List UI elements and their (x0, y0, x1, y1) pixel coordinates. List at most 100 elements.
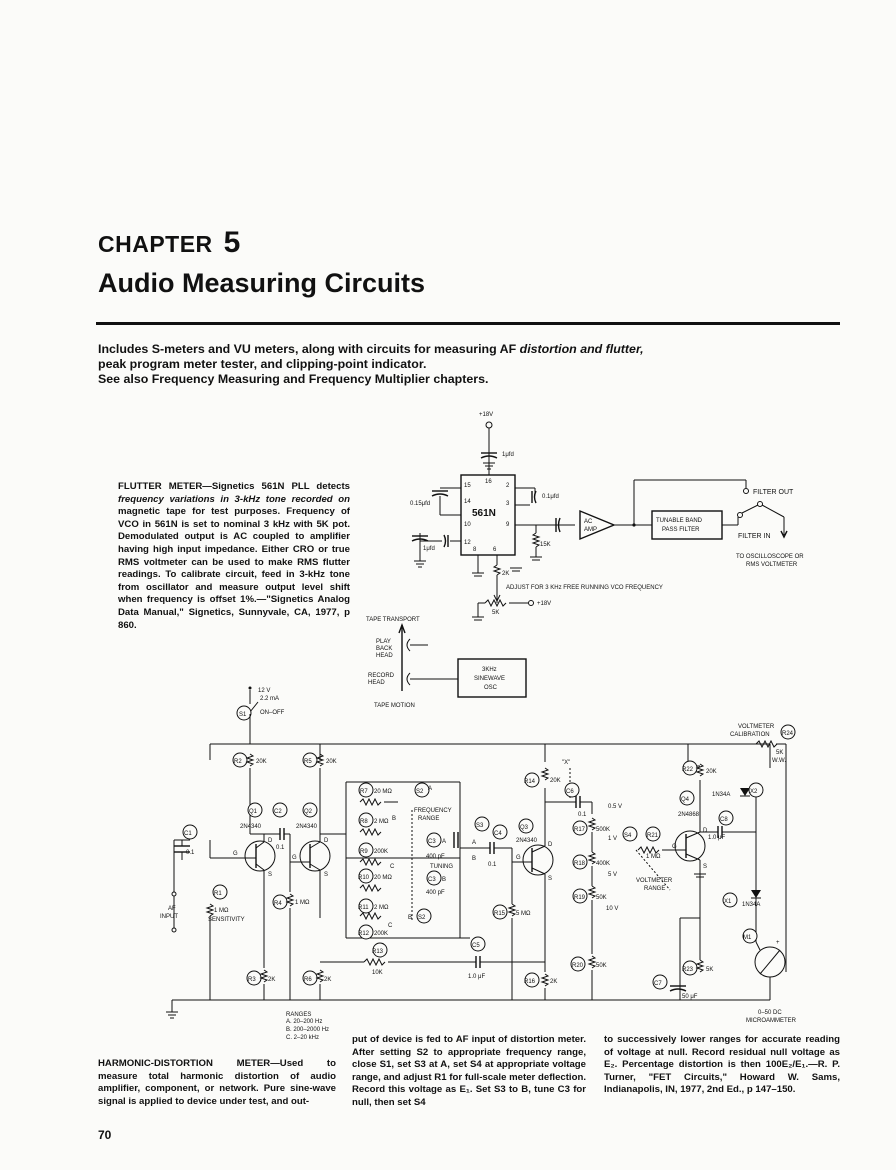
intro-part3: peak program meter tester, and clipping-… (98, 357, 427, 371)
c5-label: C5 (472, 943, 480, 949)
r24-type: W.W. (772, 758, 786, 764)
q3-label: Q3 (520, 825, 529, 831)
svg-text:G: G (672, 844, 677, 850)
osc-label-3: OSC (484, 685, 498, 691)
svg-text:A: A (428, 786, 432, 792)
diode1-label: 1N34A (712, 792, 730, 798)
r1-value: 1 MΩ (214, 908, 229, 914)
svg-text:B: B (442, 877, 446, 883)
svg-text:D: D (703, 828, 708, 834)
r19-value: 50K (596, 895, 607, 901)
s4-label: S4 (624, 833, 632, 839)
c5-value: 1.0 μF (468, 974, 485, 980)
r7-label: R7 (360, 789, 368, 795)
svg-text:D: D (548, 842, 553, 848)
svg-text:A: A (472, 840, 476, 846)
ac-amp-label-2: AMP (584, 527, 597, 533)
af-input-label-1: AF (168, 906, 176, 912)
sensitivity-label: SENSITIVITY (208, 917, 245, 923)
af-input-label-2: INPUT (160, 914, 178, 920)
volt-cal-label-2: CALIBRATION (730, 732, 770, 738)
r23-value: 5K (706, 967, 713, 973)
r6-value: 2K (324, 977, 331, 983)
title-rule (96, 322, 840, 325)
tape-transport-label: TAPE TRANSPORT (366, 617, 420, 623)
r10-value: 20 MΩ (374, 875, 392, 881)
svg-text:B: B (392, 816, 396, 822)
pin-10: 10 (464, 522, 471, 528)
chapter-intro: Includes S-meters and VU meters, along w… (98, 342, 658, 387)
svg-text:D: D (268, 838, 273, 844)
q2-type: 2N4340 (296, 824, 318, 830)
r22-label: R22 (682, 767, 694, 773)
svg-text:B: B (472, 856, 476, 862)
c4-label: C4 (494, 831, 502, 837)
s1-label: S1 (239, 712, 247, 718)
flutter-caption-head: FLUTTER METER—Signetics 561N PLL detects (118, 481, 350, 492)
filter-label-2: PASS FILTER (662, 527, 700, 533)
filter-in-label: FILTER IN (738, 533, 771, 540)
r6-label: R6 (304, 977, 312, 983)
r13-label: R13 (372, 949, 384, 955)
range-label: RANGE (418, 816, 439, 822)
r9-value: 200K (374, 849, 388, 855)
r20-label: R20 (572, 963, 584, 969)
page-title: Audio Measuring Circuits (98, 268, 426, 298)
r14-label: R14 (524, 779, 536, 785)
svg-text:G: G (516, 855, 521, 861)
r24-value: 5K (776, 750, 783, 756)
cap-015uf: 0.15μfd (410, 501, 430, 507)
svg-text:S: S (548, 876, 552, 882)
pin-6: 6 (493, 547, 497, 553)
svg-text:S: S (703, 864, 707, 870)
diode2-label: 1N34A (742, 902, 760, 908)
s3-label: S3 (476, 823, 484, 829)
ic-561n-label: 561N (472, 508, 496, 519)
osc-label-2: SINEWAVE (474, 676, 505, 682)
pin-15: 15 (464, 483, 471, 489)
pin-12: 12 (464, 540, 471, 546)
r12-value: 200K (374, 931, 388, 937)
c6-label: C6 (566, 789, 574, 795)
to-scope-label-1: TO OSCILLOSCOPE OR (736, 554, 804, 560)
r21-label: R21 (647, 833, 659, 839)
r16-label: R16 (524, 979, 536, 985)
c3b-label: C3 (428, 877, 436, 883)
range-c: C. 2–20 kHz (286, 1035, 320, 1041)
supply-12v: 12 V (258, 688, 270, 694)
hd-caption-head: HARMONIC-DISTORTION METER—Used to (98, 1058, 336, 1069)
intro-part2: distortion and flutter, (519, 342, 644, 356)
r24-label: R24 (782, 731, 794, 737)
ac-amp-label-1: AC (584, 519, 593, 525)
svg-text:C: C (388, 923, 393, 929)
svg-text:B: B (408, 915, 412, 921)
chapter-number: 5 (223, 226, 241, 259)
r5-label: R5 (304, 759, 312, 765)
distortion-meter-schematic: 12 V 2.2 mA S1 ON–OFF R2 20K R5 20K Q1 2… (160, 686, 797, 1024)
q1-type: 2N4340 (240, 824, 262, 830)
r9-label: R9 (360, 849, 368, 855)
c3b-value: 400 pF (426, 890, 445, 896)
r3-label: R3 (248, 977, 256, 983)
svg-text:C: C (390, 864, 395, 870)
pin-3: 3 (506, 501, 510, 507)
r18-label: R18 (574, 861, 586, 867)
c4-value: 0.1 (488, 862, 497, 868)
r10-label: R10 (358, 875, 370, 881)
r1-label: R1 (214, 891, 222, 897)
svg-text:D: D (324, 838, 329, 844)
r11-value: 2 MΩ (374, 905, 389, 911)
range-a: A. 20–200 Hz (286, 1019, 323, 1025)
s2-label: S2 (416, 789, 424, 795)
r21-value: 1 MΩ (646, 854, 661, 860)
c3a-label: C3 (428, 839, 436, 845)
c7-label: C7 (654, 981, 662, 987)
hd-caption-col1-rest: measure total harmonic distortion of aud… (98, 1070, 336, 1107)
r17-label: R17 (574, 827, 586, 833)
supply-current: 2.2 mA (260, 696, 279, 702)
voltmeter-range-label-2: RANGE (644, 886, 665, 892)
r16-value: 2K (550, 979, 557, 985)
flutter-meter-caption: FLUTTER METER—Signetics 561N PLL detects… (118, 481, 350, 632)
svg-text:S: S (268, 872, 272, 878)
meter-label-1: 0–50 DC (758, 1010, 782, 1016)
